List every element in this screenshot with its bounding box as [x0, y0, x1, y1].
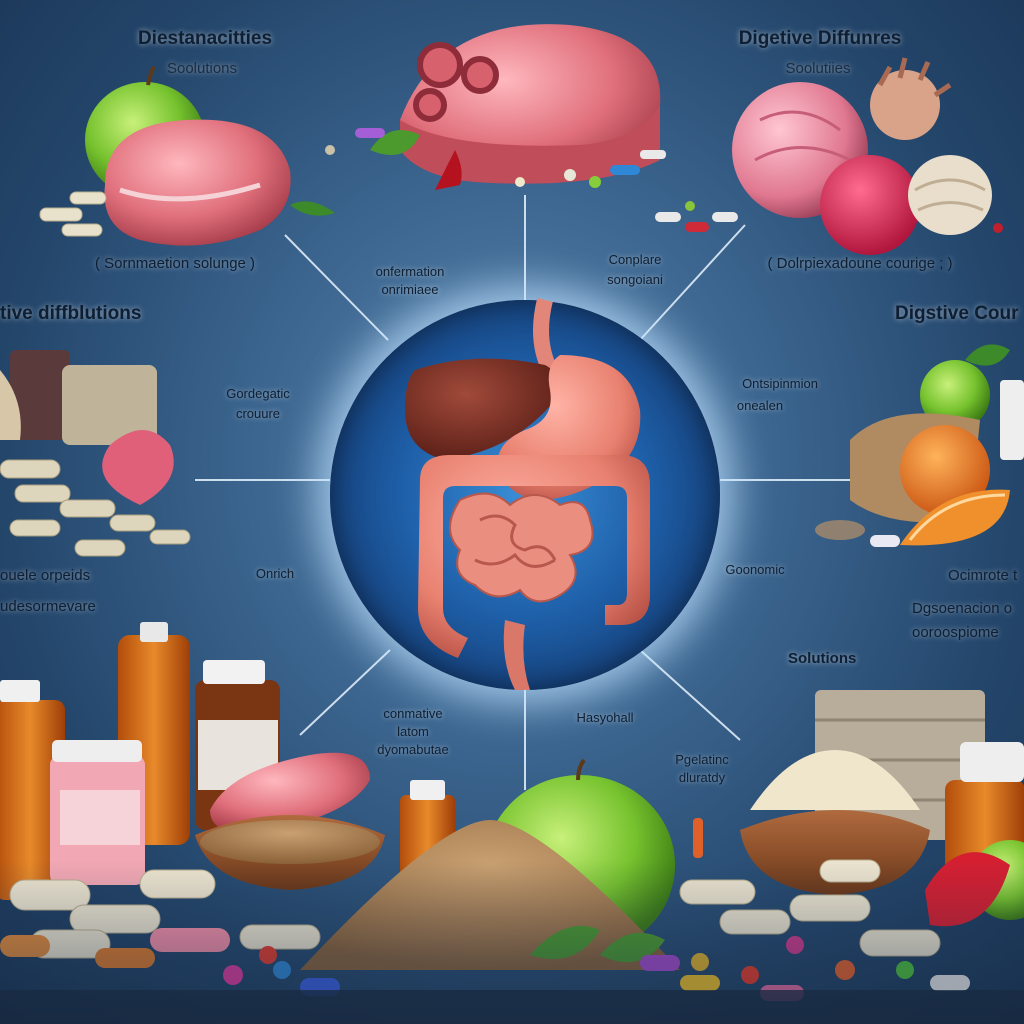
spoke-label-left-1: Gordegatic: [226, 386, 290, 401]
right-low-label-1: Ocimrote t: [948, 567, 1018, 584]
top-left-subtitle: Soolutions: [166, 60, 238, 77]
top-right-subtitle: Soolutiies: [785, 60, 851, 77]
spoke-label-right-lower: Goonomic: [725, 562, 785, 577]
spoke-lines: [195, 195, 850, 790]
apple-powder-illustration: [300, 758, 680, 970]
spoke-label-bottom-right-2: dluratdy: [678, 770, 726, 785]
spoke-label-left-lower: Onrich: [255, 566, 295, 581]
apple-intestine-illustration: [39, 65, 335, 246]
left-low-label-1: ouele orpeids: [0, 567, 91, 584]
meat-slab-illustration: [325, 24, 666, 190]
right-low-label-3: ooroospiome: [912, 624, 999, 641]
top-right-title: Digetive Diffunres: [738, 28, 902, 49]
liver-icon: [405, 358, 559, 460]
spoke-label-upper-right-2: songoiani: [607, 272, 663, 287]
left-mid-title: tive diffblutions: [0, 303, 142, 324]
intestines-icon: [418, 455, 650, 690]
top-left-title: Diestanacitties: [137, 28, 273, 49]
solutions-label: Solutions: [788, 650, 857, 667]
bottles-illustration: [0, 622, 455, 900]
spoke-label-bottom-left-2: latom: [397, 724, 429, 739]
spoke-label-right-2: onealen: [736, 398, 784, 413]
spoke-label-left-2: crouure: [235, 406, 281, 421]
right-mid-title: Digstive Cour: [895, 303, 1019, 324]
right-low-label-2: Dgsoenacion o: [912, 600, 1013, 617]
spoke-label-bottom-left-3: dyomabutae: [377, 742, 449, 757]
supplements-heart-illustration: [0, 350, 191, 557]
left-low-label-2: udesormevare: [0, 598, 96, 615]
spoke-label-right-1: Ontsipinmion: [742, 376, 818, 391]
spoke-label-bottom-right-1: Pgelatinc: [675, 752, 729, 767]
fruits-illustration: [815, 344, 1024, 547]
spoke-label-upper-right-1: Conplare: [608, 252, 662, 267]
spoke-label-upper-left-2: onrimiaee: [381, 282, 439, 297]
spoke-label-upper-left-1: onfermation: [375, 264, 445, 279]
spoke-label-bottom: Hasyohall: [576, 710, 634, 725]
caption-left: ( Sornmaetion solunge ): [94, 255, 256, 272]
spoke-label-bottom-left-1: conmative: [383, 706, 443, 721]
jars-illustration: [740, 690, 1024, 927]
digestive-spheres-illustration: [655, 57, 1003, 255]
floor-shadow: [0, 990, 1024, 1024]
caption-right: ( Dolrpiexadoune courige ; ): [767, 255, 953, 272]
